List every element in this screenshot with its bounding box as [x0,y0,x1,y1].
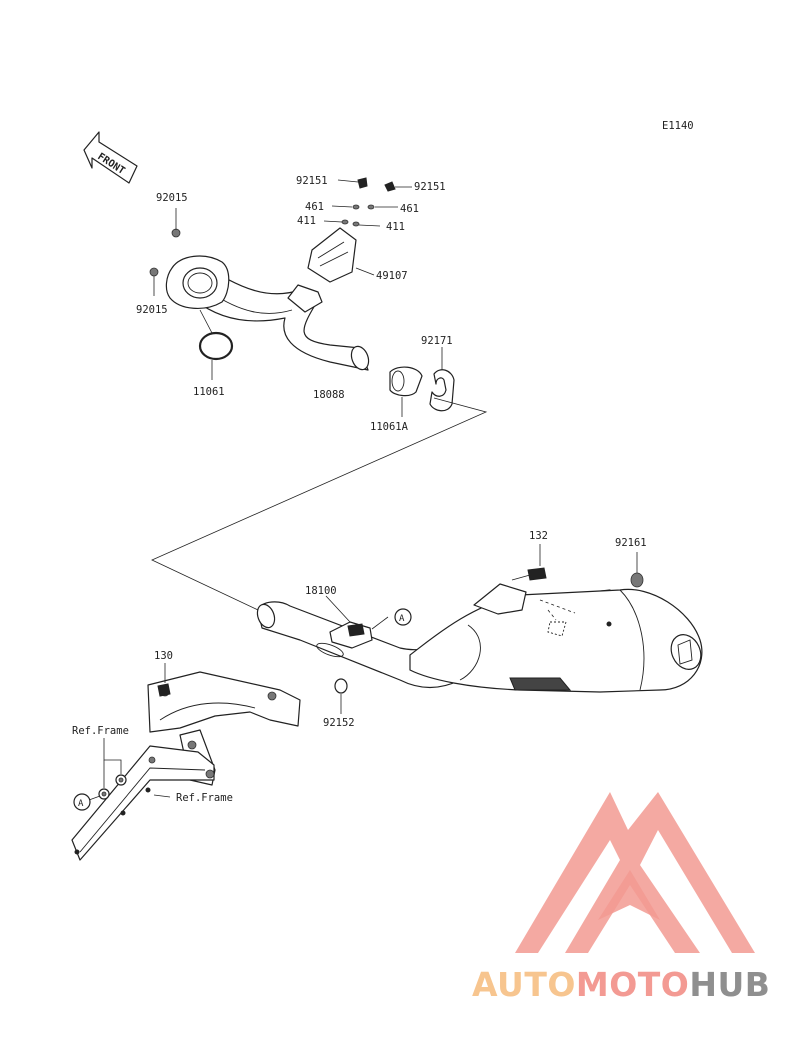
label-49107: 49107 [376,270,408,282]
label-ref-frame-lower: Ref.Frame [176,792,233,804]
label-92015-lower: 92015 [136,304,168,316]
bolt-130 [157,683,171,697]
label-92151-left: 92151 [296,175,328,187]
label-18100: 18100 [305,585,337,597]
muffler-18100 [256,583,703,693]
label-461-right: 461 [400,203,419,215]
collar-92161 [630,572,644,588]
front-arrow-icon: FRONT [83,131,138,184]
bolt-92151-left [357,177,368,189]
svg-text:A: A [399,614,405,624]
clamp-92171 [429,369,455,412]
collar-92152 [334,678,348,694]
connection-line [151,397,488,611]
label-92015-upper: 92015 [156,192,188,204]
collar-411-right [352,221,360,227]
label-92161: 92161 [615,537,647,549]
label-92152: 92152 [323,717,355,729]
automotohub-watermark: AUTOMOTOHUB [472,792,770,1000]
label-411-left: 411 [297,215,316,227]
label-461-left: 461 [305,201,324,213]
label-132: 132 [529,530,548,542]
callout-a-frame: A [73,793,91,811]
head-pipe-18088 [194,261,370,371]
label-11061A: 11061A [370,421,409,433]
label-411-right: 411 [386,221,405,233]
label-18088: 18088 [313,389,345,401]
frame-rear [71,671,301,861]
washer-461-right [367,204,375,210]
collar-411-left [341,219,349,225]
svg-text:A: A [78,799,84,809]
label-92151-right: 92151 [414,181,446,193]
gasket-11061A [389,366,423,397]
callout-a-muffler: A [394,608,412,626]
bolt-92151-right [384,181,396,192]
label-92171: 92171 [421,335,453,347]
gasket-11061 [198,331,234,361]
label-130: 130 [154,650,173,662]
exhaust-flange [165,255,230,309]
bolt-132 [511,567,547,581]
bracket-49107 [307,227,357,283]
label-ref-frame-upper: Ref.Frame [72,725,129,737]
frame-nut-a [98,788,110,800]
diagram-code: E1140 [662,120,694,132]
nut-92015-upper [171,228,181,238]
washer-461-left [352,204,360,210]
label-11061: 11061 [193,386,225,398]
automotohub-logo-icon [515,792,755,953]
watermark-text: AUTOMOTOHUB [472,965,770,1000]
nut-92015-lower [149,267,159,277]
leader-lines [88,179,638,801]
frame-nut-b [115,774,127,786]
